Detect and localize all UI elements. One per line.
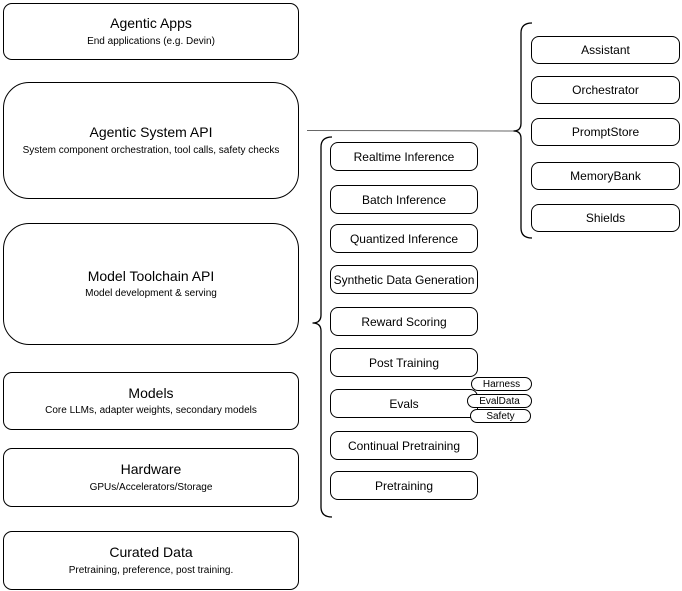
system-component-label: Orchestrator <box>572 83 639 97</box>
layer-title: Curated Data <box>109 544 193 561</box>
layer-subtitle: Pretraining, preference, post training. <box>68 564 234 576</box>
layer-title: Model Toolchain API <box>87 267 215 284</box>
toolchain-item-label: Continual Pretraining <box>347 438 461 453</box>
system-component-promptstore: PromptStore <box>531 118 680 146</box>
toolchain-item-label: Pretraining <box>374 478 434 493</box>
eval-tag-safety: Safety <box>470 409 531 423</box>
system-component-label: PromptStore <box>571 125 640 139</box>
toolchain-item-quantized-inference: Quantized Inference <box>330 224 478 253</box>
layer-title: Agentic Apps <box>110 15 192 32</box>
layer-box-agentic-system-api: Agentic System API System component orch… <box>3 82 299 199</box>
toolchain-item-label: Evals <box>389 396 419 411</box>
layer-subtitle: Core LLMs, adapter weights, secondary mo… <box>45 405 257 417</box>
layer-box-hardware: Hardware GPUs/Accelerators/Storage <box>3 448 299 507</box>
eval-tag-harness: Harness <box>471 377 532 391</box>
layer-subtitle: End applications (e.g. Devin) <box>87 35 215 47</box>
toolchain-item-post-training: Post Training <box>330 348 478 377</box>
toolchain-item-pretraining: Pretraining <box>330 471 478 500</box>
system-component-memorybank: MemoryBank <box>531 162 680 190</box>
system-component-orchestrator: Orchestrator <box>531 76 680 104</box>
eval-tag-label: Safety <box>486 410 515 422</box>
layer-title: Models <box>128 384 174 401</box>
toolchain-item-synthetic-data-generation: Synthetic Data Generation <box>330 265 478 294</box>
layer-box-model-toolchain-api: Model Toolchain API Model development & … <box>3 223 299 345</box>
system-components-brace <box>513 22 533 239</box>
eval-tag-label: Harness <box>482 378 521 390</box>
layer-box-curated-data: Curated Data Pretraining, preference, po… <box>3 531 299 590</box>
system-component-label: Shields <box>585 211 626 225</box>
toolchain-item-batch-inference: Batch Inference <box>330 185 478 214</box>
layer-subtitle: System component orchestration, tool cal… <box>22 144 280 156</box>
system-component-shields: Shields <box>531 204 680 232</box>
toolchain-item-label: Batch Inference <box>361 192 447 207</box>
toolchain-item-label: Reward Scoring <box>361 314 447 329</box>
system-component-label: Assistant <box>581 43 630 57</box>
layer-box-models: Models Core LLMs, adapter weights, secon… <box>3 372 299 430</box>
toolchain-item-label: Synthetic Data Generation <box>333 272 475 287</box>
toolchain-item-label: Quantized Inference <box>349 231 459 246</box>
layer-box-agentic-apps: Agentic Apps End applications (e.g. Devi… <box>3 3 299 60</box>
system-component-label: MemoryBank <box>570 169 641 183</box>
toolchain-item-reward-scoring: Reward Scoring <box>330 307 478 336</box>
layer-subtitle: Model development & serving <box>85 288 217 300</box>
eval-tag-evaldata: EvalData <box>467 394 532 408</box>
api-to-components-connector-line <box>306 130 515 132</box>
system-component-assistant: Assistant <box>531 36 680 64</box>
layer-title: Hardware <box>120 461 182 478</box>
toolchain-item-continual-pretraining: Continual Pretraining <box>330 431 478 460</box>
layer-subtitle: GPUs/Accelerators/Storage <box>89 481 213 493</box>
toolchain-item-label: Post Training <box>368 355 440 370</box>
toolchain-item-label: Realtime Inference <box>353 149 455 164</box>
layer-title: Agentic System API <box>89 124 213 141</box>
toolchain-item-evals: Evals <box>330 389 478 418</box>
toolchain-item-realtime-inference: Realtime Inference <box>330 142 478 171</box>
eval-tag-label: EvalData <box>479 395 520 407</box>
